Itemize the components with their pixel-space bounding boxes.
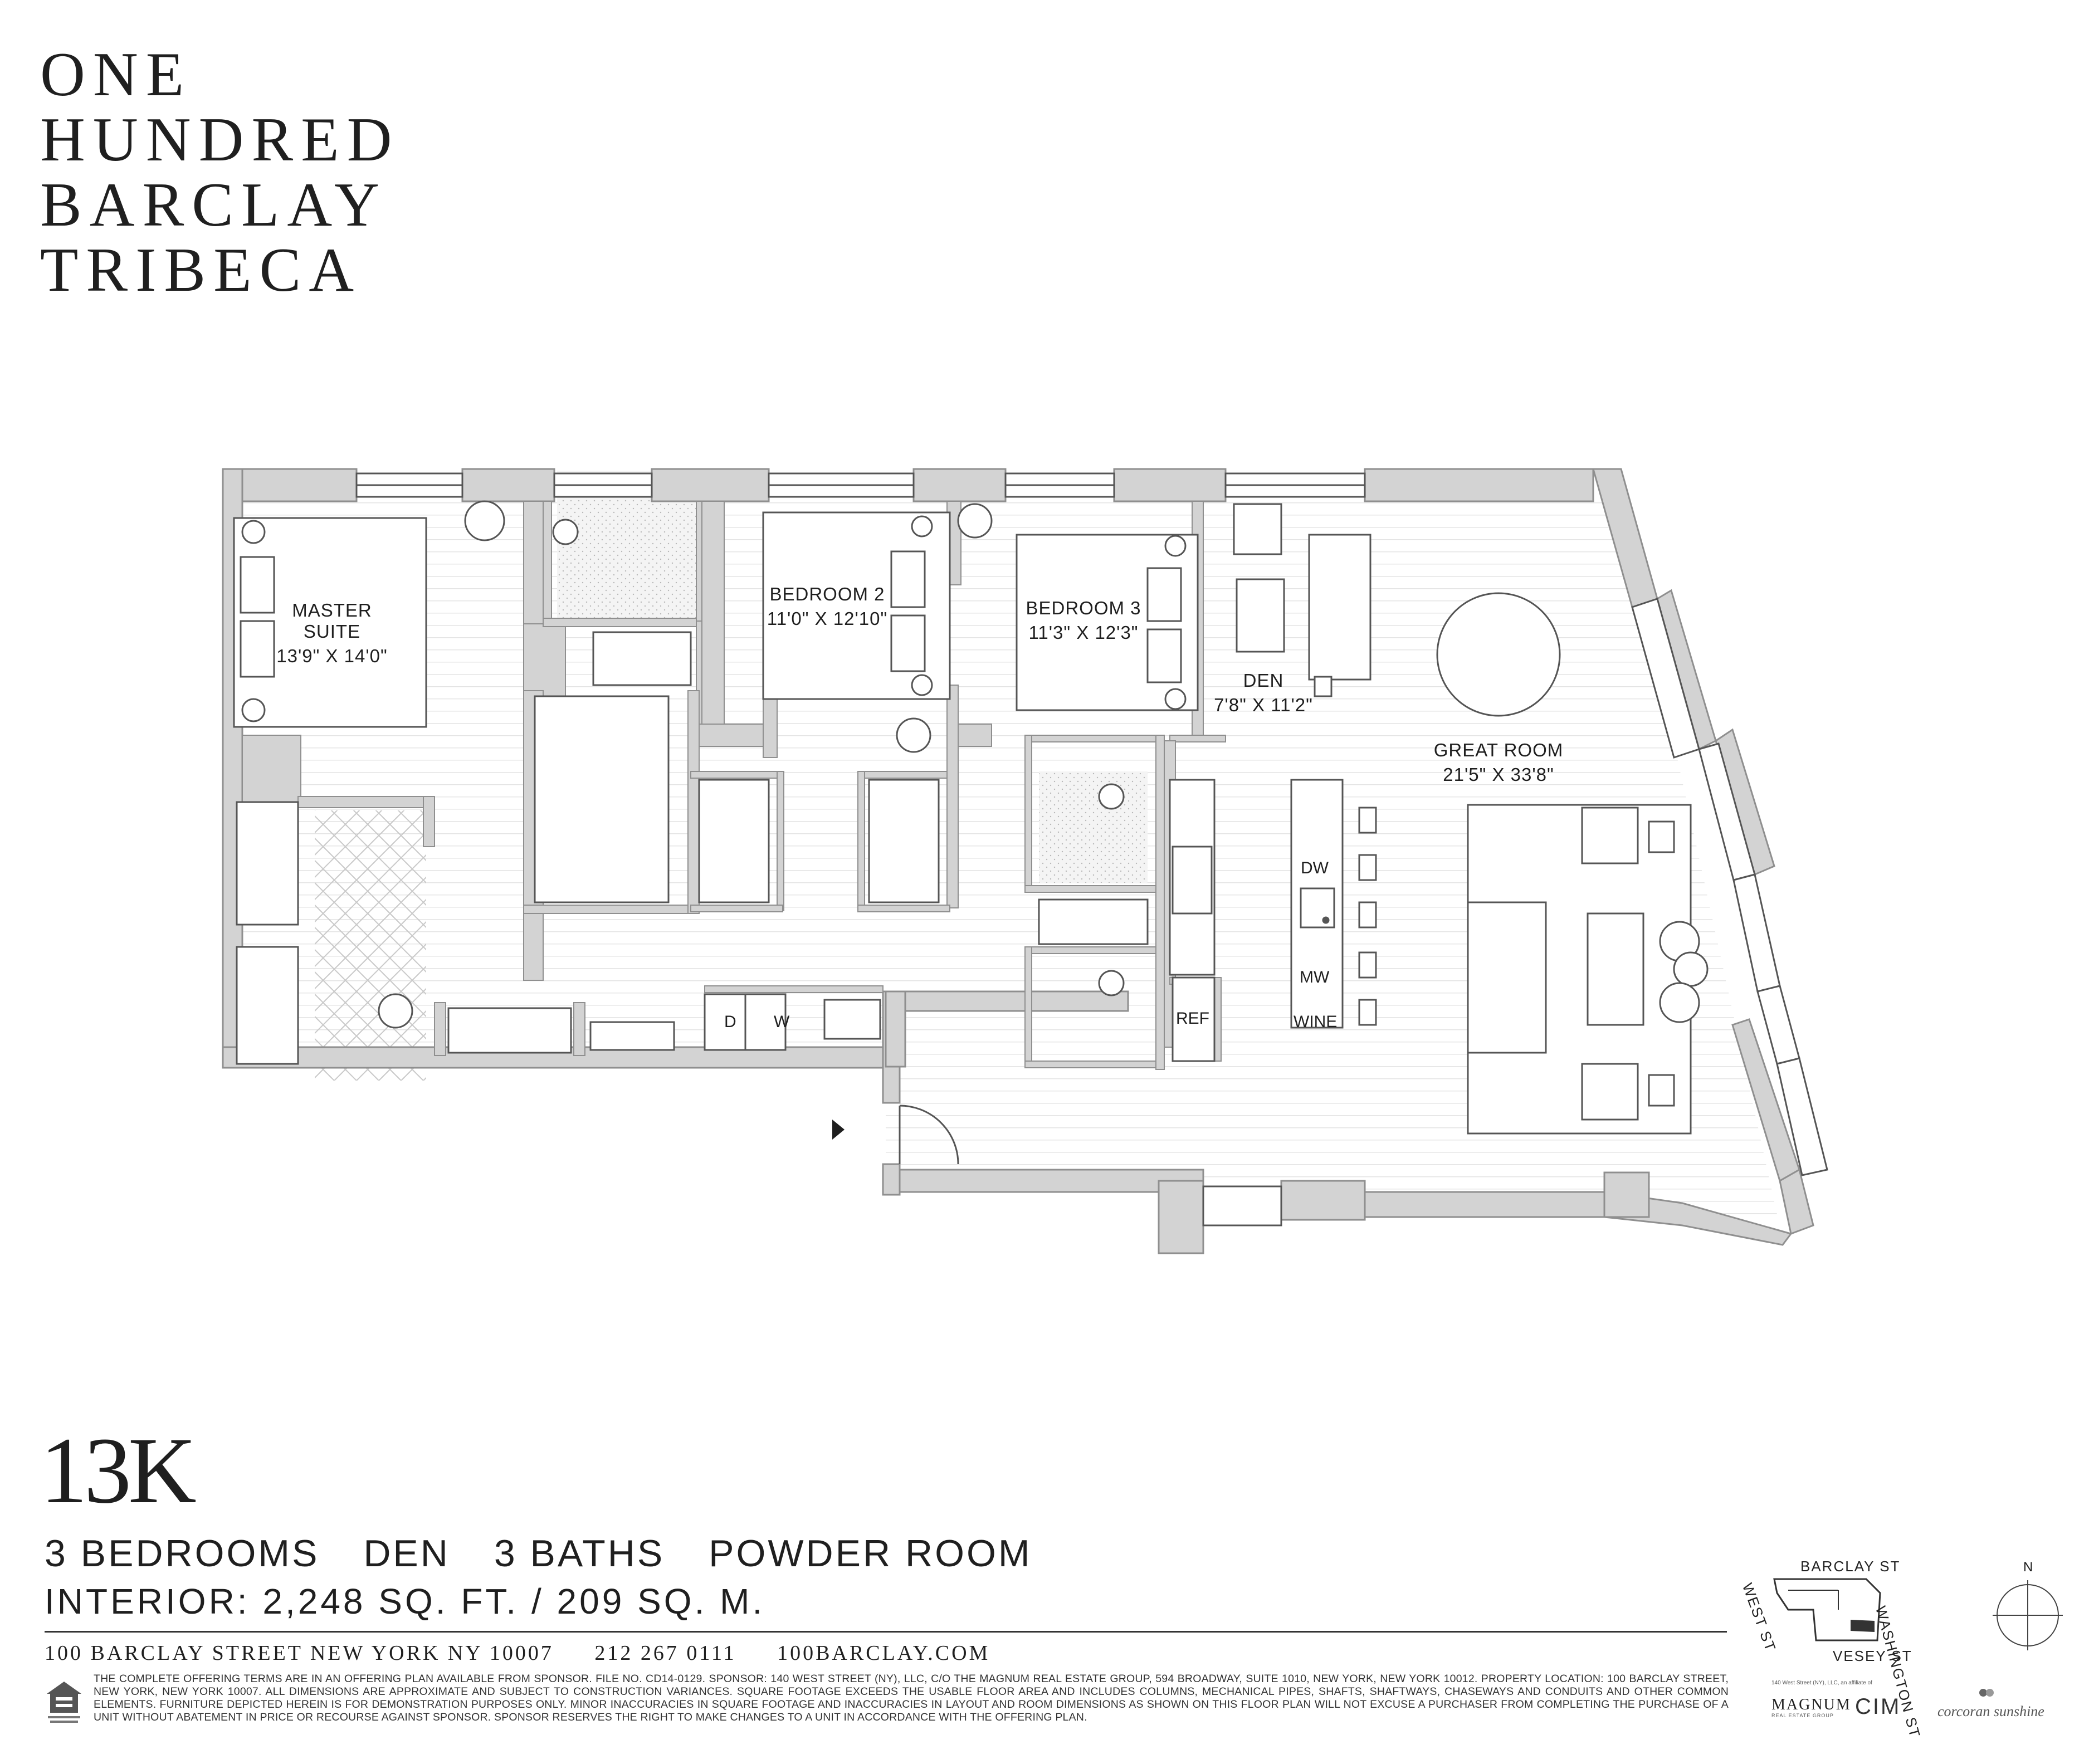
brand-line-tribeca: TRIBECA xyxy=(40,236,362,305)
equal-housing-icon xyxy=(47,1682,81,1723)
contact-line: 100 BARCLAY STREET NEW YORK NY 10007 212… xyxy=(45,1641,1023,1665)
phone: 212 267 0111 xyxy=(594,1641,736,1665)
summary-bedrooms: 3 BEDROOMS xyxy=(45,1532,320,1575)
brand-line-one: ONE xyxy=(40,40,192,109)
room-name: DEN xyxy=(1243,670,1284,691)
compass-north-label: N xyxy=(2023,1560,2033,1575)
street-south: VESEY ST xyxy=(1833,1648,1912,1664)
great-room-label: GREAT ROOM 21'5" X 33'8" xyxy=(1426,740,1571,785)
room-name: GREAT ROOM xyxy=(1433,740,1564,760)
kitchen xyxy=(1169,779,1377,1062)
summary-powder-room: POWDER ROOM xyxy=(709,1532,1032,1575)
den-label: DEN 7'8" X 11'2" xyxy=(1208,670,1319,716)
bedroom-3-label: BEDROOM 3 11'3" X 12'3" xyxy=(1022,598,1145,643)
magnum-sub: REAL ESTATE GROUP xyxy=(1771,1713,1834,1718)
exterior-walls xyxy=(222,468,1814,1254)
unit-code: 13K xyxy=(40,1418,197,1523)
address: 100 BARCLAY STREET NEW YORK NY 10007 xyxy=(45,1641,554,1665)
room-dims: 11'3" X 12'3" xyxy=(1028,622,1139,643)
cim-logo: CIM xyxy=(1855,1694,1901,1719)
washer-label: W xyxy=(774,1013,790,1031)
dishwasher-label: DW xyxy=(1301,859,1329,877)
room-dims: 7'8" X 11'2" xyxy=(1214,695,1313,715)
interior-walls xyxy=(242,501,1226,1070)
wine-label: WINE xyxy=(1294,1013,1338,1031)
summary-den: DEN xyxy=(363,1532,450,1575)
interior-area: INTERIOR: 2,248 SQ. FT. / 209 SQ. M. xyxy=(45,1581,765,1621)
affiliate-note: 140 West Street (NY), LLC, an affiliate … xyxy=(1771,1680,1872,1686)
compass-icon xyxy=(1993,1580,2063,1650)
key-map-icon xyxy=(1773,1578,1881,1641)
furniture xyxy=(233,500,1709,1227)
brand-line-barclay: BARCLAY xyxy=(40,170,387,240)
microwave-label: MW xyxy=(1300,968,1330,986)
room-name: MASTER SUITE xyxy=(292,600,372,642)
entry-arrow-icon xyxy=(832,1120,845,1140)
master-suite-label: MASTER SUITE 13'9" X 14'0" xyxy=(271,600,393,667)
refrigerator-label: REF xyxy=(1176,1009,1209,1028)
room-name: BEDROOM 3 xyxy=(1026,598,1141,618)
website: 100BARCLAY.COM xyxy=(777,1641,990,1665)
room-dims: 21'5" X 33'8" xyxy=(1443,764,1554,785)
entry-door xyxy=(899,1105,959,1165)
room-dims: 11'0" X 12'10" xyxy=(767,608,888,629)
summary-baths: 3 BATHS xyxy=(494,1532,665,1575)
bedroom-2-label: BEDROOM 2 11'0" X 12'10" xyxy=(766,584,889,629)
street-north: BARCLAY ST xyxy=(1800,1558,1901,1575)
corcoran-logo: corcoran sunshine xyxy=(1937,1703,2044,1719)
room-dims: 13'9" X 14'0" xyxy=(276,646,388,666)
magnum-logo: MAGNUM xyxy=(1771,1696,1851,1713)
room-name: BEDROOM 2 xyxy=(769,584,885,604)
dryer-label: D xyxy=(724,1013,736,1031)
corcoran-mark-icon xyxy=(1979,1689,1994,1697)
brand-line-hundred: HUNDRED xyxy=(40,105,400,174)
legal-disclaimer: THE COMPLETE OFFERING TERMS ARE IN AN OF… xyxy=(94,1673,1729,1723)
unit-summary: 3 BEDROOMS DEN 3 BATHS POWDER ROOM xyxy=(45,1532,1063,1575)
divider xyxy=(45,1631,1727,1633)
